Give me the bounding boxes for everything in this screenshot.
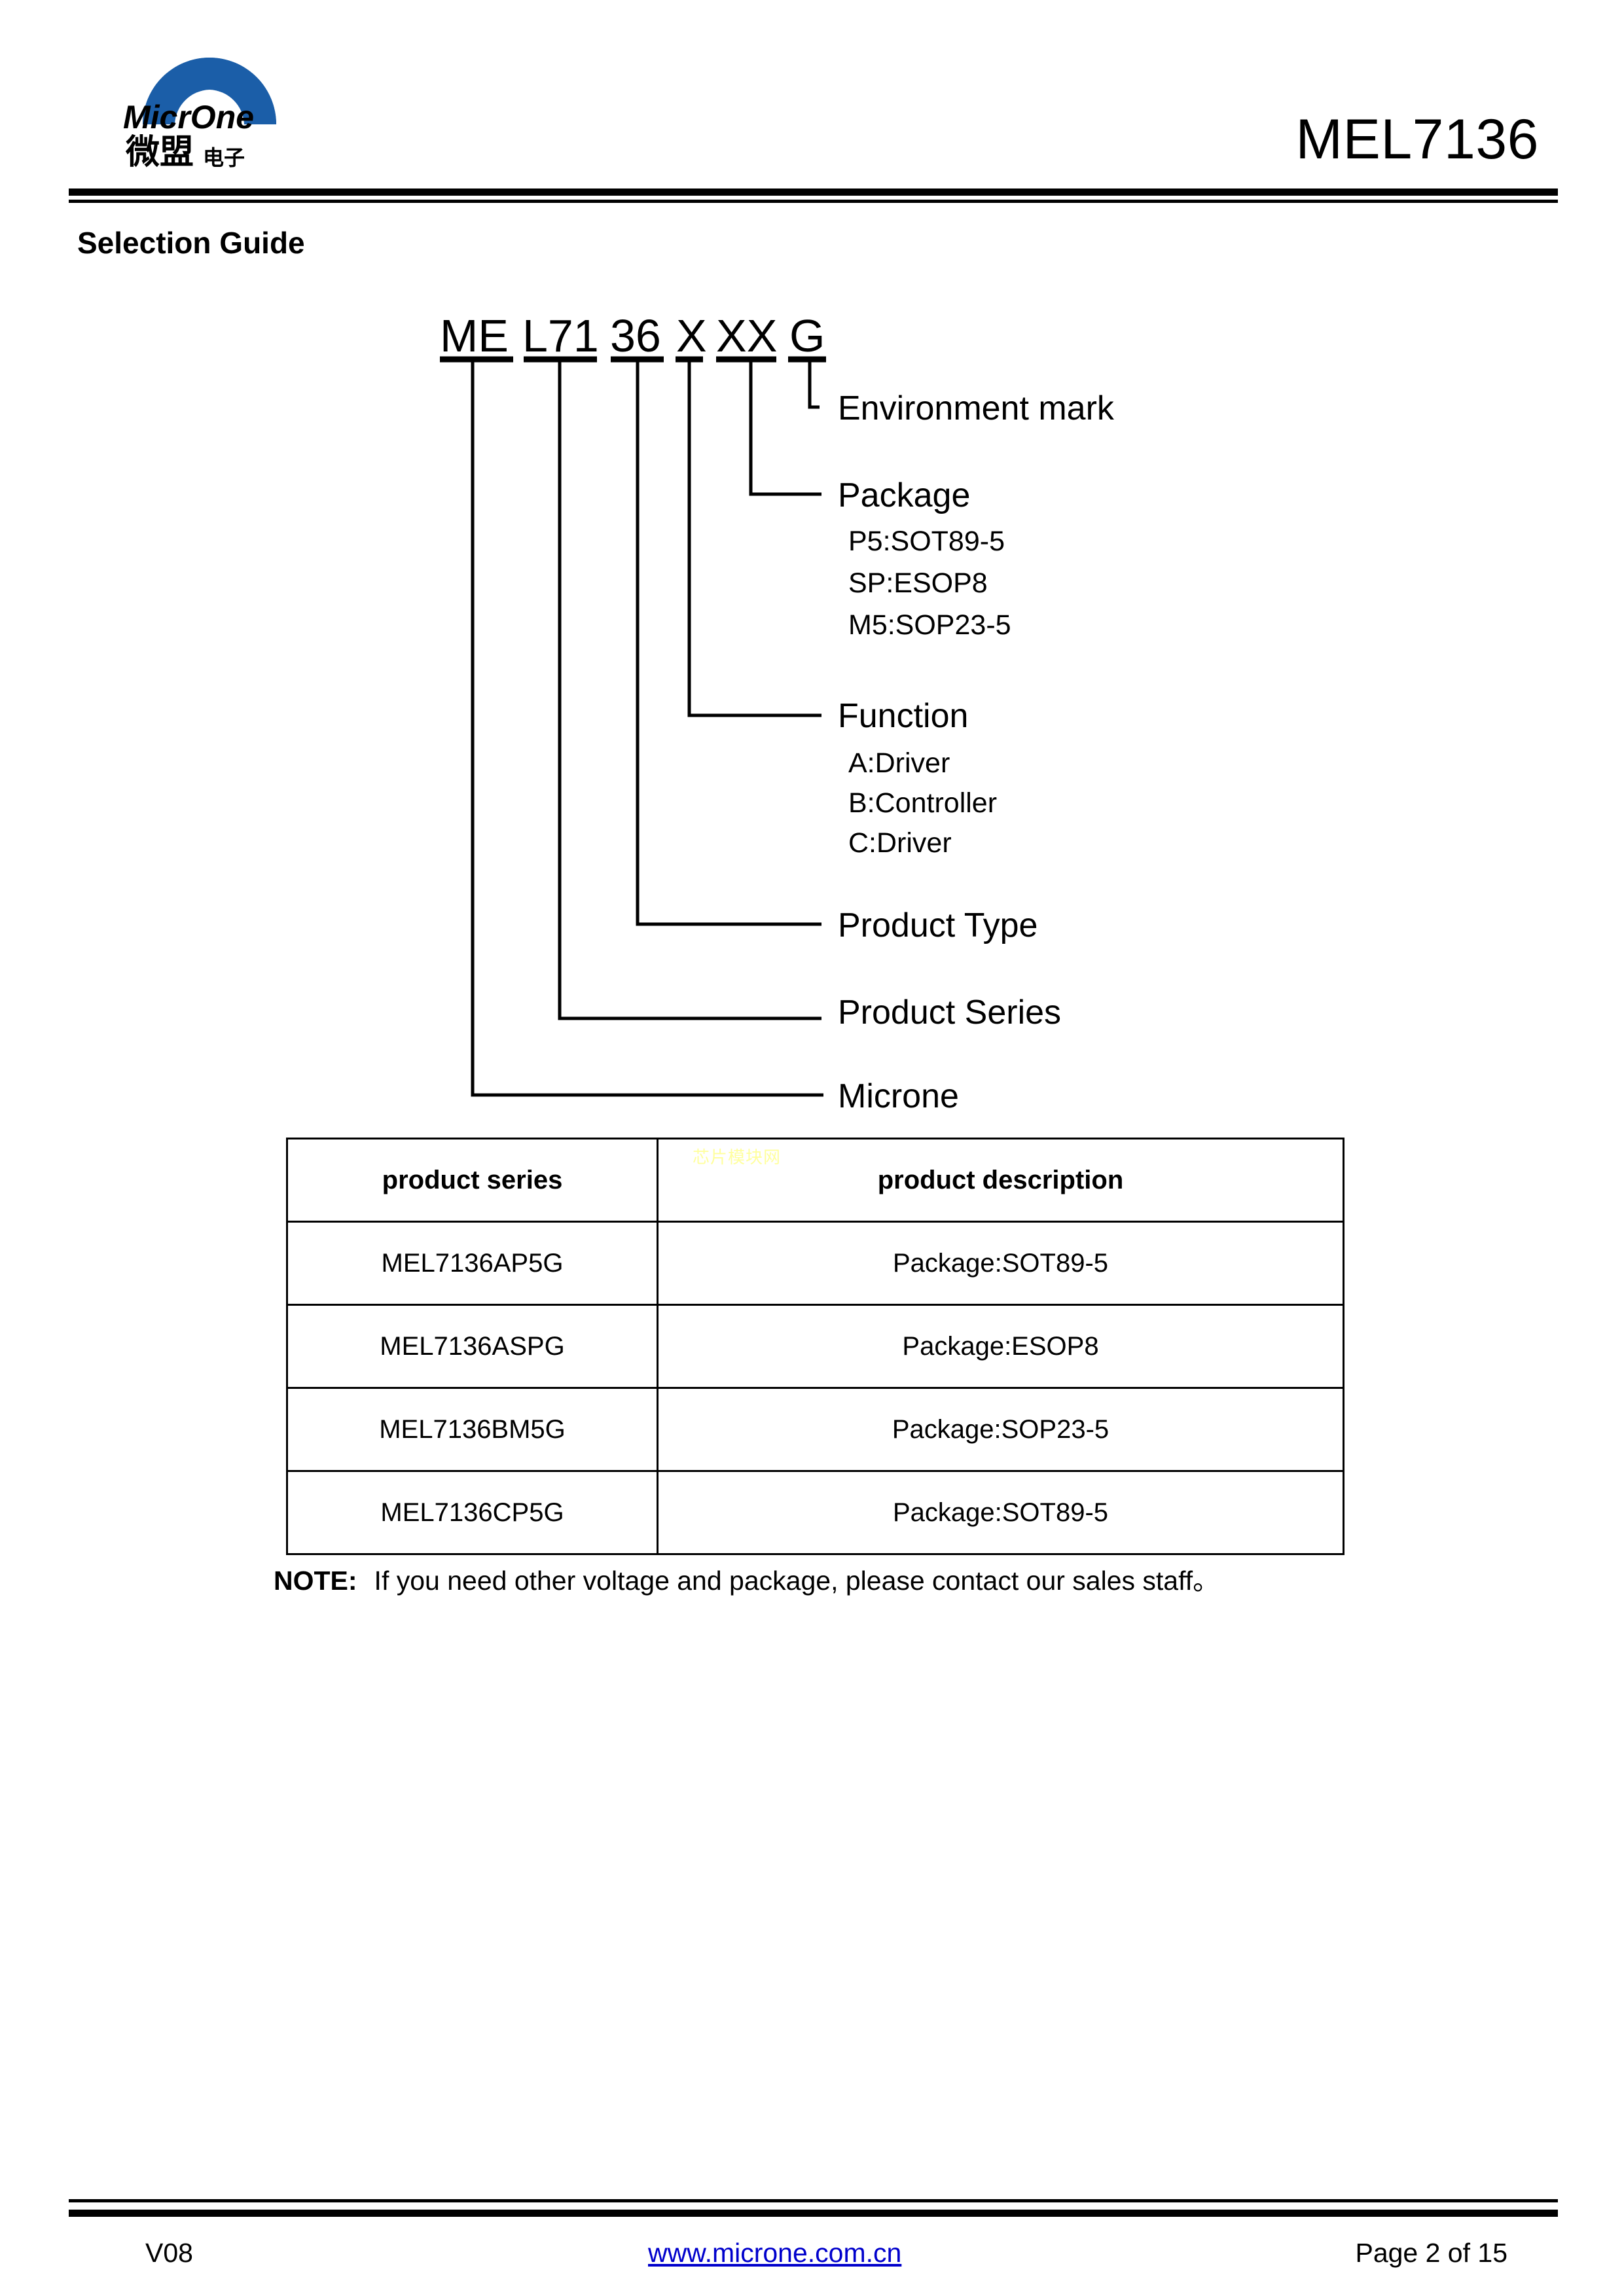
svg-text:MicrOne: MicrOne	[123, 99, 254, 135]
header-rule-thick	[69, 188, 1558, 196]
footer-rule-thick	[69, 2210, 1558, 2217]
table-row: MEL7136CP5G Package:SOT89-5	[286, 1470, 1344, 1555]
note-text: If you need other voltage and package, p…	[374, 1566, 1220, 1596]
footer-page-number: Page 2 of 15	[1355, 2238, 1507, 2268]
pn-segment-g: G	[789, 310, 825, 361]
callout-label-product-type: Product Type	[838, 906, 1038, 944]
selection-table: product series product description MEL71…	[286, 1138, 1344, 1555]
callout-sub-function-c: C:Driver	[848, 827, 952, 859]
footer-version: V08	[145, 2238, 193, 2268]
callout-sub-package-m5: M5:SOP23-5	[848, 609, 1011, 641]
callout-sub-package-p5: P5:SOT89-5	[848, 526, 1005, 557]
svg-text:微盟: 微盟	[125, 133, 194, 172]
callout-label-package: Package	[838, 476, 971, 514]
pn-segment-l71: L71	[522, 310, 599, 361]
cell-product-series: MEL7136CP5G	[286, 1470, 659, 1555]
footer-website-link[interactable]: www.microne.com.cn	[648, 2238, 902, 2268]
company-logo: MicrOne 微盟 电子	[111, 25, 308, 179]
table-row: MEL7136ASPG Package:ESOP8	[286, 1304, 1344, 1389]
table-row: MEL7136BM5G Package:SOP23-5	[286, 1387, 1344, 1472]
cell-product-series: MEL7136AP5G	[286, 1221, 659, 1306]
column-header-product-series: product series	[286, 1138, 659, 1223]
pn-segment-36: 36	[610, 310, 661, 361]
footer-rule-thin	[69, 2199, 1558, 2202]
note-row: NOTE: If you need other voltage and packa…	[274, 1568, 1219, 1594]
microne-logo-icon: MicrOne 微盟 电子	[123, 58, 276, 172]
callout-label-environment-mark: Environment mark	[838, 389, 1114, 427]
cell-product-description: Package:SOT89-5	[657, 1470, 1344, 1555]
callout-sub-package-sp: SP:ESOP8	[848, 567, 988, 599]
section-title: Selection Guide	[77, 226, 305, 260]
header-rule-thin	[69, 200, 1558, 203]
svg-text:电子: 电子	[203, 145, 245, 170]
table-header-row: product series product description	[286, 1138, 1344, 1223]
callout-sub-function-b: B:Controller	[848, 787, 998, 819]
cell-product-description: Package:SOP23-5	[657, 1387, 1344, 1472]
cell-product-description: Package:ESOP8	[657, 1304, 1344, 1389]
callout-label-product-series: Product Series	[838, 994, 1062, 1031]
cell-product-series: MEL7136ASPG	[286, 1304, 659, 1389]
callout-label-microne: Microne	[838, 1077, 959, 1115]
note-label: NOTE:	[274, 1566, 357, 1596]
cell-product-description: Package:SOT89-5	[657, 1221, 1344, 1306]
column-header-product-description: product description	[657, 1138, 1344, 1223]
page-title: MEL7136	[1295, 108, 1539, 171]
pn-segment-x: X	[676, 310, 707, 361]
pn-segment-me: ME	[440, 310, 509, 361]
callout-label-function: Function	[838, 697, 969, 735]
cell-product-series: MEL7136BM5G	[286, 1387, 659, 1472]
table-row: MEL7136AP5G Package:SOT89-5	[286, 1221, 1344, 1306]
pn-segment-xx: XX	[716, 310, 778, 361]
callout-sub-function-a: A:Driver	[848, 747, 950, 779]
